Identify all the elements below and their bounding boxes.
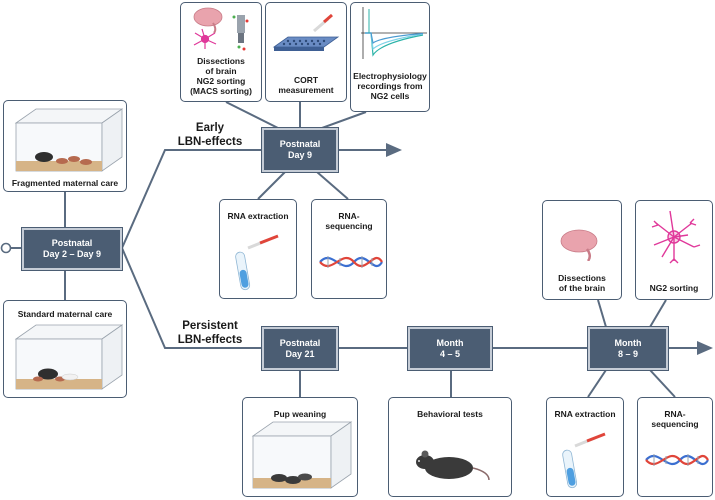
fragmented-care-label: Fragmented maternal care xyxy=(11,178,119,188)
persistent-arrowhead xyxy=(697,341,713,355)
node-line2: Day 2 – Day 9 xyxy=(42,249,102,259)
node-month-4-5: Month 4 – 5 xyxy=(408,327,492,370)
cort-line2: measurement xyxy=(278,85,334,95)
node-line2: Day 21 xyxy=(285,348,315,359)
electrophysiology-card: Electrophysiology recordings from NG2 ce… xyxy=(350,2,430,112)
dna-helix-illustration xyxy=(319,256,383,268)
fragmented-care-card: Fragmented maternal care xyxy=(3,100,127,192)
mouse-illustration xyxy=(416,450,490,481)
tube-pipette-illustration xyxy=(235,234,279,291)
persistent-branch-label: Persistent LBN-effects xyxy=(158,319,262,347)
dissection-late-card: Dissections of the brain xyxy=(542,200,622,300)
node-month-8-9: Month 8 – 9 xyxy=(588,327,668,370)
early-arrowhead xyxy=(386,143,402,157)
persistent-label-line2: LBN-effects xyxy=(177,334,243,346)
dissection-line3: NG2 sorting xyxy=(196,76,246,86)
cort-card: CORT measurement xyxy=(265,2,347,102)
dissection-line2: of brain xyxy=(205,66,237,76)
node-line2: Day 9 xyxy=(287,150,313,160)
node-postnatal-day2-9: Postnatal Day 2 – Day 9 xyxy=(22,228,122,270)
recording-traces-illustration xyxy=(361,7,427,59)
ng2-sorting-label: NG2 sorting xyxy=(649,283,699,293)
node-postnatal-day9: Postnatal Day 9 xyxy=(262,128,338,172)
brain-ng2-illustration xyxy=(193,7,249,51)
rna-seq-line2: sequencing xyxy=(325,221,373,231)
persistent-label-line1: Persistent xyxy=(182,320,238,332)
dissection-late-line2: of the brain xyxy=(558,283,606,293)
behavioral-tests-card: Behavioral tests xyxy=(388,397,512,497)
dna-helix-illustration xyxy=(645,454,709,466)
origin-circle xyxy=(0,242,12,254)
dissection-late-line1: Dissections xyxy=(558,273,606,283)
behavioral-tests-label: Behavioral tests xyxy=(417,409,483,419)
early-label-line1: Early xyxy=(195,122,225,134)
brain-illustration xyxy=(560,229,598,261)
node-line1: Month xyxy=(436,337,464,348)
rna-seq-early-card: RNA- sequencing xyxy=(311,199,387,299)
rna-seq-line2: sequencing xyxy=(651,419,699,429)
node-line2: 4 – 5 xyxy=(439,348,461,359)
rna-extraction-label: RNA extraction xyxy=(554,409,616,419)
pup-weaning-label: Pup weaning xyxy=(273,409,327,419)
standard-care-label: Standard maternal care xyxy=(17,309,113,319)
rna-extraction-early-card: RNA extraction xyxy=(219,199,297,299)
plate-illustration xyxy=(272,13,340,51)
ng2-cell-illustration xyxy=(651,210,701,264)
cage-illustration xyxy=(14,108,124,172)
node-line1: Postnatal xyxy=(279,139,321,149)
cage-illustration xyxy=(251,421,353,489)
rna-seq-late-card: RNA- sequencing xyxy=(637,397,713,497)
rna-extraction-label: RNA extraction xyxy=(227,211,289,221)
dissection-ng2-card: Dissections of brain NG2 sorting (MACS s… xyxy=(180,2,262,102)
ng2-cell-icon xyxy=(651,210,701,264)
node-line1: Month xyxy=(614,337,642,348)
node-postnatal-day21: Postnatal Day 21 xyxy=(262,327,338,370)
rna-seq-line1: RNA- xyxy=(664,409,686,419)
pup-weaning-card: Pup weaning xyxy=(242,397,358,497)
ephys-line2: recordings from xyxy=(357,81,423,91)
dissection-line4: (MACS sorting) xyxy=(190,86,252,96)
rna-seq-line1: RNA- xyxy=(338,211,360,221)
node-line1: Postnatal xyxy=(51,238,93,248)
ng2-sorting-card: NG2 sorting xyxy=(635,200,713,300)
ephys-line1: Electrophysiology xyxy=(353,71,427,81)
node-line1: Postnatal xyxy=(279,337,321,348)
cort-line1: CORT xyxy=(293,75,319,85)
cage-illustration xyxy=(14,324,124,390)
brain-icon xyxy=(560,229,598,253)
early-branch-label: Early LBN-effects xyxy=(158,121,262,149)
early-label-line2: LBN-effects xyxy=(177,136,243,148)
dissection-line1: Dissections xyxy=(197,56,245,66)
node-line2: 8 – 9 xyxy=(617,348,639,359)
standard-care-card: Standard maternal care xyxy=(3,300,127,398)
brain-icon xyxy=(193,7,223,27)
ng2-cell-icon xyxy=(193,28,217,49)
tube-pipette-illustration xyxy=(562,432,606,489)
rna-extraction-late-card: RNA extraction xyxy=(546,397,624,497)
ephys-line3: NG2 cells xyxy=(370,91,410,101)
